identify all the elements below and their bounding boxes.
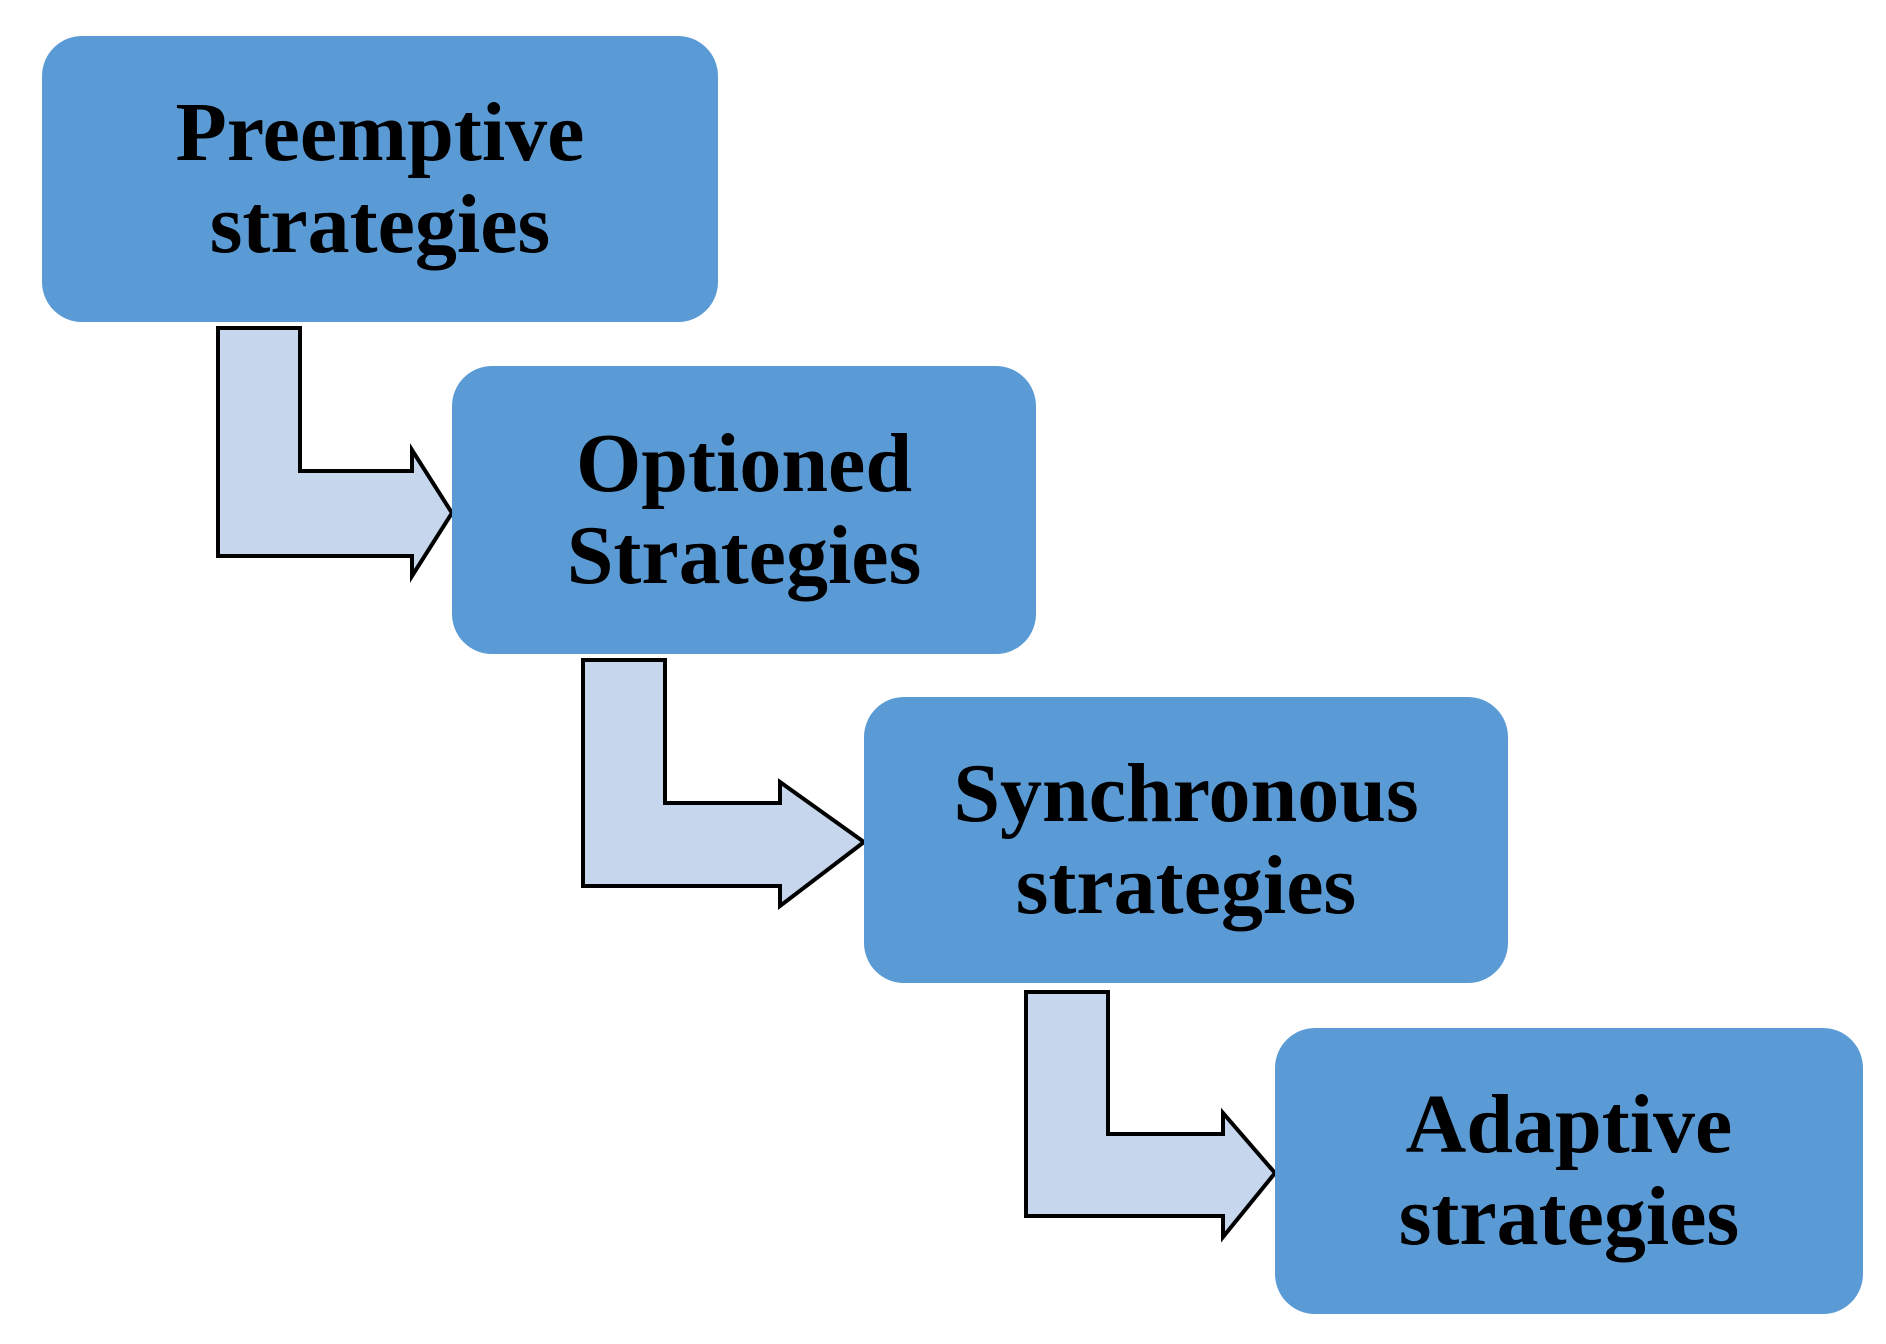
bent-arrow-1-to-2 [216,326,455,583]
step-subtitle: strategies [1015,839,1357,932]
step-box-optioned: Optioned Strategies [452,366,1036,654]
bent-arrow-2-to-3 [581,658,868,911]
step-box-synchronous: Synchronous strategies [864,697,1508,983]
bent-arrow-3-to-4 [1024,990,1278,1243]
step-title: Synchronous [953,746,1419,840]
step-subtitle: strategies [1398,1170,1740,1263]
step-subtitle: strategies [209,178,551,271]
step-title: Optioned [575,416,913,510]
step-box-adaptive: Adaptive strategies [1275,1028,1863,1314]
step-title: Adaptive [1405,1077,1733,1171]
step-title: Preemptive [175,85,585,179]
step-subtitle: Strategies [566,509,922,602]
step-box-preemptive: Preemptive strategies [42,36,718,322]
